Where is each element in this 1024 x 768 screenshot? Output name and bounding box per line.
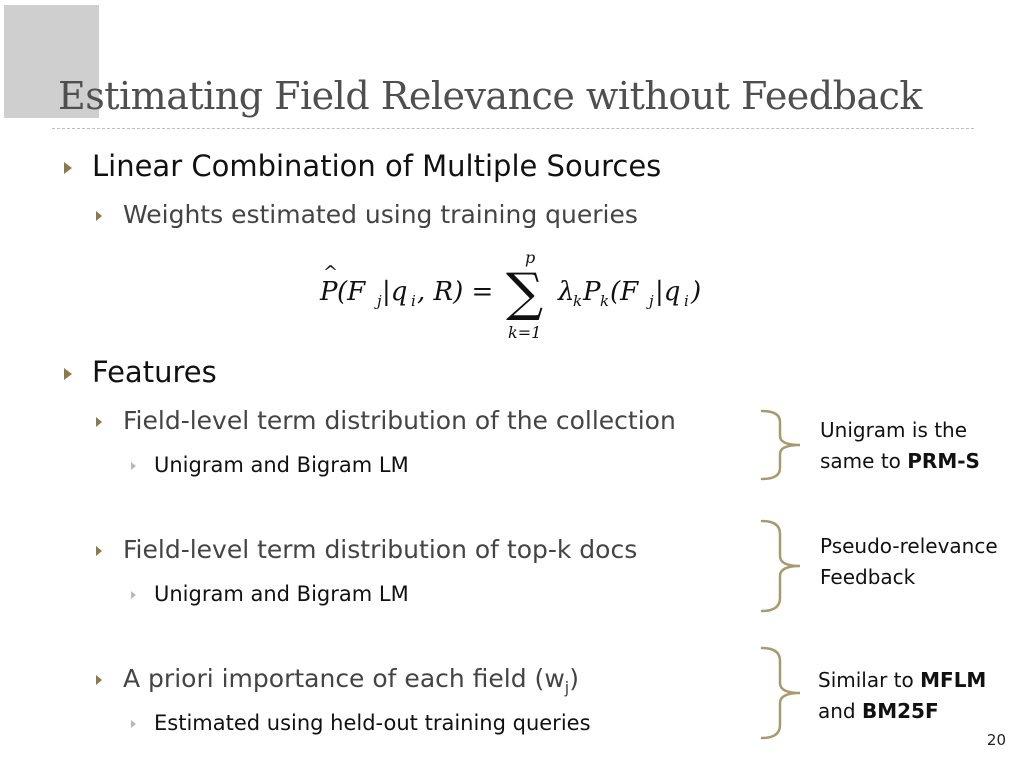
- note-mflm-bm25f: Similar to MFLM and BM25F: [818, 668, 987, 723]
- formula-lambda-k: k: [573, 292, 582, 310]
- formula-lhs-bar: |q: [382, 277, 407, 307]
- formula-lhs-j: j: [374, 292, 382, 310]
- bullet-arrow-icon: [96, 211, 102, 221]
- bullet-arrow-icon: [131, 462, 136, 470]
- bullet-linear-combination: Linear Combination of Multiple Sources: [92, 149, 662, 183]
- bullet-arrow-icon: [96, 417, 102, 427]
- bullet-arrow-icon: [64, 368, 72, 380]
- bullet-field-level-topk: Field-level term distribution of top-k d…: [123, 535, 638, 564]
- bullet-arrow-icon: [131, 720, 136, 728]
- slide-title: Estimating Field Relevance without Feedb…: [58, 74, 922, 118]
- formula-equation: P ^ (F j |q i , R) = ∑ p k=1 λ k P k (F …: [319, 248, 701, 342]
- formula-sum-upper: p: [525, 248, 535, 267]
- formula-rhs-i: i: [684, 292, 689, 310]
- bullet-arrow-icon: [131, 591, 136, 599]
- formula-rhs-args: (F: [610, 277, 639, 307]
- bullet-arrow-icon: [96, 675, 102, 685]
- note-prm-s: Unigram is the same to PRM-S: [820, 418, 980, 473]
- bullet-unigram-bigram-1: Unigram and Bigram LM: [154, 453, 409, 477]
- formula-rhs-k: k: [600, 292, 609, 310]
- bullet-field-level-collection: Field-level term distribution of the col…: [123, 406, 676, 435]
- formula-sum-lower: k=1: [508, 323, 541, 342]
- curly-brace-icon: [760, 519, 801, 613]
- bullet-a-priori-importance: A priori importance of each field (wj): [123, 664, 579, 697]
- formula-lhs-rest: , R) =: [417, 277, 493, 307]
- formula-rhs-p: P: [582, 277, 601, 307]
- formula-hat: ^: [323, 262, 338, 283]
- bullet-weights-estimated: Weights estimated using training queries: [123, 200, 638, 229]
- formula-lambda: λ: [557, 277, 574, 307]
- curly-brace-icon: [760, 409, 801, 481]
- formula-rhs-bar: |q: [655, 277, 680, 307]
- bullet-features: Features: [92, 355, 217, 389]
- formula-lhs-args: (F: [337, 277, 366, 307]
- curly-brace-icon: [760, 646, 801, 740]
- note-pseudo-relevance: Pseudo-relevance Feedback: [820, 534, 998, 589]
- bullet-unigram-bigram-2: Unigram and Bigram LM: [154, 582, 409, 606]
- bullet-arrow-icon: [64, 162, 72, 174]
- formula-rhs-close: ): [690, 277, 701, 307]
- formula-lhs-i: i: [411, 292, 416, 310]
- formula-rhs-j: j: [646, 292, 654, 310]
- formula-lhs-p: P: [319, 277, 338, 307]
- title-divider: [52, 128, 974, 129]
- corner-decoration: [4, 5, 99, 118]
- page-number: 20: [986, 731, 1006, 749]
- bullet-arrow-icon: [96, 546, 102, 556]
- bullet-estimated-held-out: Estimated using held-out training querie…: [154, 711, 591, 735]
- formula-sum: ∑: [506, 263, 543, 323]
